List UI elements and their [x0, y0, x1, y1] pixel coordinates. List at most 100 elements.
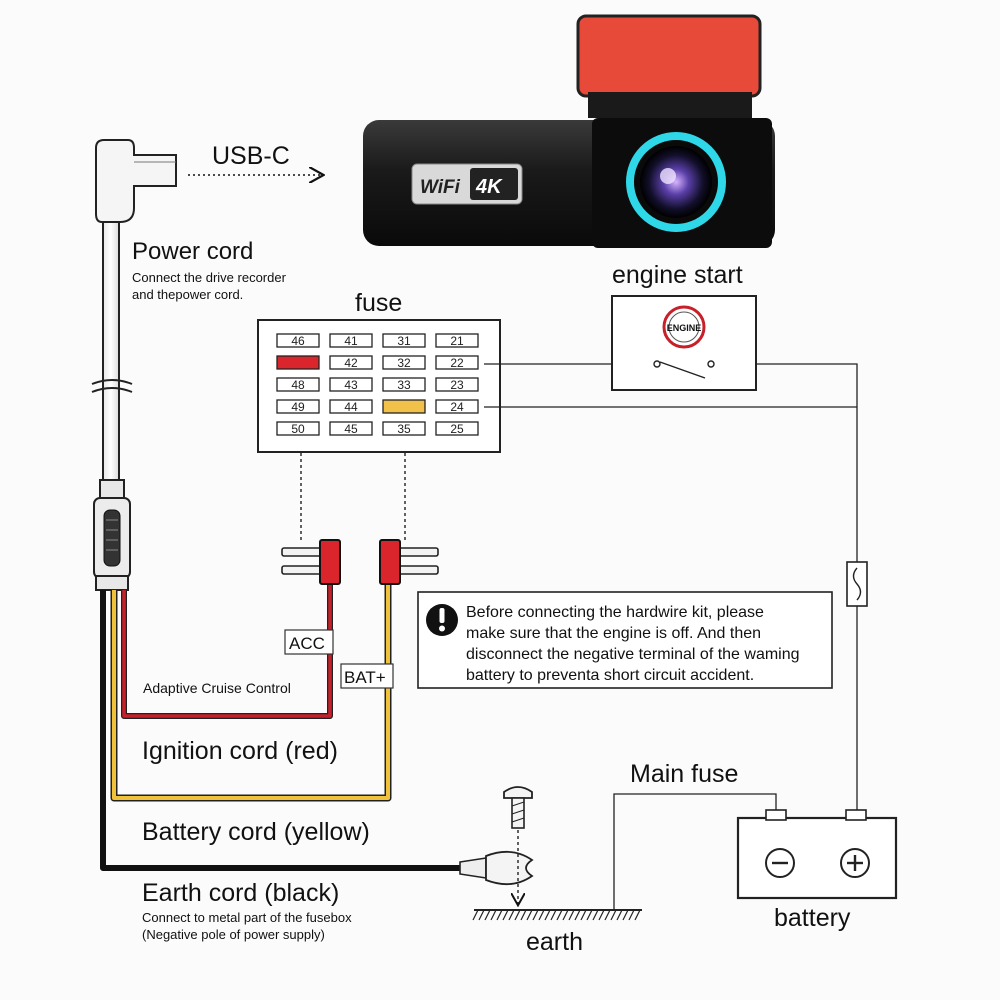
fuse-slot-number: 42 — [344, 356, 358, 370]
usb-c-plug — [95, 139, 177, 223]
ground-hatch — [472, 909, 641, 921]
fuse-slot-highlight-yellow — [382, 399, 426, 414]
fuse-slot-number: 41 — [344, 334, 358, 348]
battery-positive-terminal — [845, 809, 867, 821]
fuse-slot-number: 45 — [344, 422, 358, 436]
ground-hatch-mark — [586, 909, 593, 921]
fuse-slot-highlight-red — [276, 355, 320, 370]
fuse-slot-number: 50 — [291, 422, 305, 436]
fuse-slot-number: 44 — [344, 400, 358, 414]
ground-hatch-mark — [508, 909, 515, 921]
ground-hatch-mark — [610, 909, 617, 921]
ground-hatch-mark — [562, 909, 569, 921]
ground-hatch-mark — [532, 909, 539, 921]
fuse-slot — [435, 333, 479, 348]
earth-desc-2: (Negative pole of power supply) — [142, 927, 325, 942]
ground-hatch-mark — [502, 909, 509, 921]
bat-plus-tag-text: BAT+ — [344, 668, 386, 687]
fuse-slot-number: 25 — [450, 422, 464, 436]
ground-hatch-mark — [514, 909, 521, 921]
fuse-slot — [329, 377, 373, 392]
battery-label: battery — [774, 904, 851, 932]
battery-body — [736, 816, 898, 900]
earth-cord-label: Earth cord (black) — [142, 879, 339, 907]
ground-hatch-mark — [568, 909, 575, 921]
fuse-slot — [382, 333, 426, 348]
fuse-slot — [276, 421, 320, 436]
power-cable — [102, 221, 120, 485]
screw-icon — [503, 786, 533, 829]
ground-hatch-mark — [580, 909, 587, 921]
earth-wire-black — [100, 590, 470, 871]
ground-hatch-mark — [490, 909, 497, 921]
warning-line-3: disconnect the negative terminal of the … — [466, 646, 800, 663]
ground-hatch-mark — [496, 909, 503, 921]
ignition-cord-label: Ignition cord (red) — [142, 737, 338, 765]
fuse-slot — [276, 377, 320, 392]
fuse-slot — [329, 399, 373, 414]
power-cord-desc-2: and thepower cord. — [132, 287, 243, 302]
fuse-slot — [276, 399, 320, 414]
ground-hatch-mark — [556, 909, 563, 921]
ground-hatch-mark — [544, 909, 551, 921]
ground-hatch-mark — [616, 909, 623, 921]
bat-plus-tag — [340, 663, 394, 689]
engine-switch — [659, 361, 706, 379]
fuse-tap-bat — [379, 539, 439, 585]
fuse-slot — [435, 421, 479, 436]
fuse-slot — [329, 355, 373, 370]
power-cord-label: Power cord — [132, 238, 253, 265]
ground-hatch-mark — [628, 909, 635, 921]
battery-negative-terminal — [765, 809, 787, 821]
fuse-slot — [382, 377, 426, 392]
ground-hatch-mark — [574, 909, 581, 921]
warning-line-2: make sure that the engine is off. And th… — [466, 625, 761, 642]
warning-line-4: battery to preventa short circuit accide… — [466, 667, 754, 684]
ground-hatch-mark — [598, 909, 605, 921]
fuse-slot — [435, 355, 479, 370]
ground-hatch-mark — [604, 909, 611, 921]
fuse-to-engine-wire — [484, 363, 858, 565]
fuse-box-title: fuse — [355, 289, 402, 317]
fuse-slot-number: 24 — [450, 400, 464, 414]
fuse-slot-number: 33 — [397, 378, 411, 392]
adhesive-mount-pad — [576, 14, 762, 98]
battery-cord-label: Battery cord (yellow) — [142, 818, 370, 846]
badge-4k-text: 4K — [475, 176, 503, 198]
ground-hatch-mark — [592, 909, 599, 921]
engine-button — [662, 305, 706, 349]
power-cord — [91, 139, 177, 591]
fuse-slot-number: 43 — [344, 378, 358, 392]
engine-start-title: engine start — [612, 261, 743, 289]
ground-hatch-mark — [550, 909, 557, 921]
engine-button-text: ENGINE — [667, 323, 702, 333]
fuse-slot — [276, 333, 320, 348]
fuse-slot — [329, 421, 373, 436]
fuse-slot-number: 48 — [291, 378, 305, 392]
ground-hatch-mark — [472, 909, 479, 921]
fuse-tap-acc — [281, 539, 341, 585]
earth-desc-1: Connect to metal part of the fusebox — [142, 910, 352, 925]
warning-box — [417, 591, 833, 689]
warning-line-1: Before connecting the hardwire kit, plea… — [466, 604, 764, 621]
fuse-slot — [382, 421, 426, 436]
ring-terminal — [459, 850, 534, 886]
main-fuse-label: Main fuse — [630, 760, 738, 788]
fuse-slot-number: 32 — [397, 356, 411, 370]
fuse-slot-number: 21 — [450, 334, 464, 348]
acc-tag — [284, 629, 334, 655]
adaptive-cruise-label: Adaptive Cruise Control — [143, 680, 291, 696]
ground-hatch-mark — [634, 909, 641, 921]
fuse-slot-number: 23 — [450, 378, 464, 392]
fuse-slot-number: 22 — [450, 356, 464, 370]
ground-hatch-mark — [484, 909, 491, 921]
fuse-slot — [435, 399, 479, 414]
fuse-slot-number: 49 — [291, 400, 305, 414]
fuse-slot — [382, 355, 426, 370]
ground-hatch-mark — [478, 909, 485, 921]
badge-wifi-text: WiFi — [420, 177, 461, 198]
acc-tag-text: ACC — [289, 634, 325, 653]
fuse-slot-number: 31 — [397, 334, 411, 348]
